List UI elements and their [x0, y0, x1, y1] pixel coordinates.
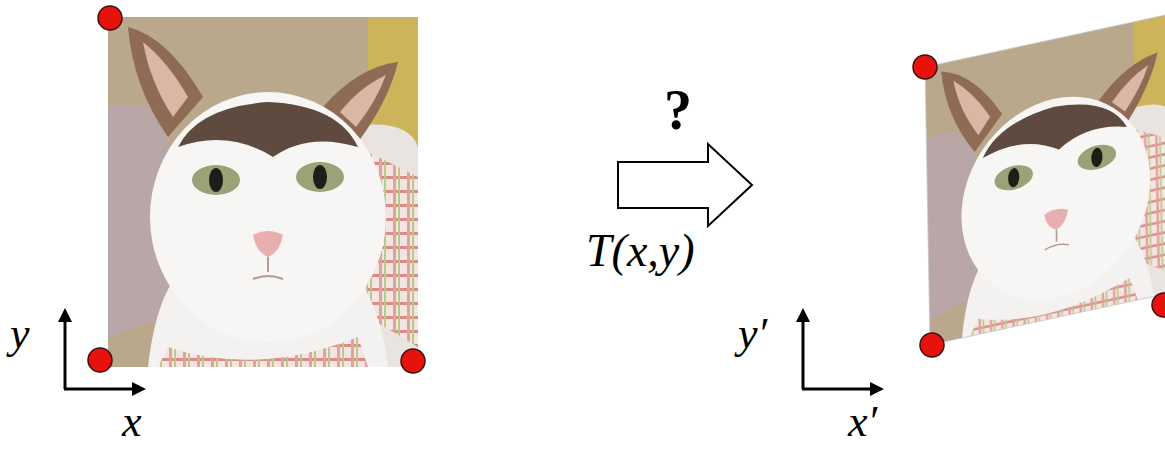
- warped-image: [925, 13, 1165, 345]
- axis-heads: [58, 308, 884, 396]
- axis-label: y′: [738, 312, 767, 356]
- transform-label: T(x,y): [586, 228, 695, 274]
- question-mark: ?: [664, 82, 692, 138]
- axis-label: x′: [848, 400, 877, 444]
- source-image: [108, 17, 418, 367]
- corner-dots: [88, 6, 1165, 373]
- axis-label: y: [10, 312, 30, 356]
- axis-label: x: [122, 400, 142, 444]
- block-arrow: [618, 144, 752, 226]
